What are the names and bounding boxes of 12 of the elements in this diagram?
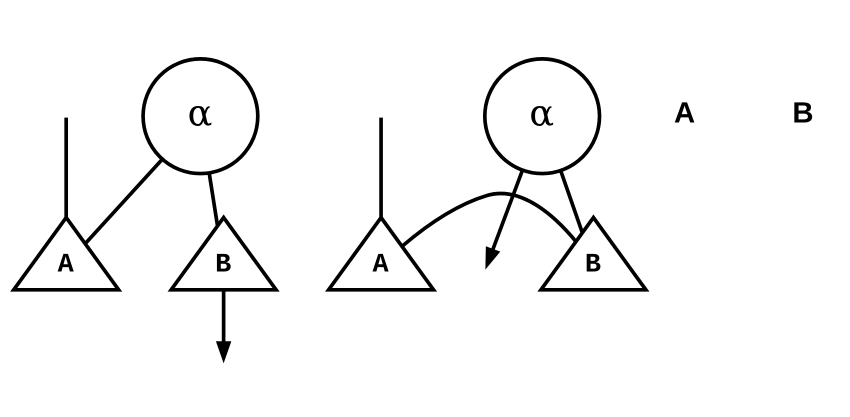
connector	[379, 117, 383, 217]
node-circle: α	[482, 56, 602, 175]
connector	[64, 117, 68, 217]
node-circle: α	[141, 56, 260, 175]
connector	[207, 172, 220, 226]
arrow	[485, 169, 524, 270]
connector	[400, 191, 578, 248]
connector	[84, 157, 164, 244]
arrow	[216, 289, 232, 363]
label: B	[792, 96, 814, 130]
label: A	[674, 96, 696, 130]
connector	[558, 169, 584, 233]
